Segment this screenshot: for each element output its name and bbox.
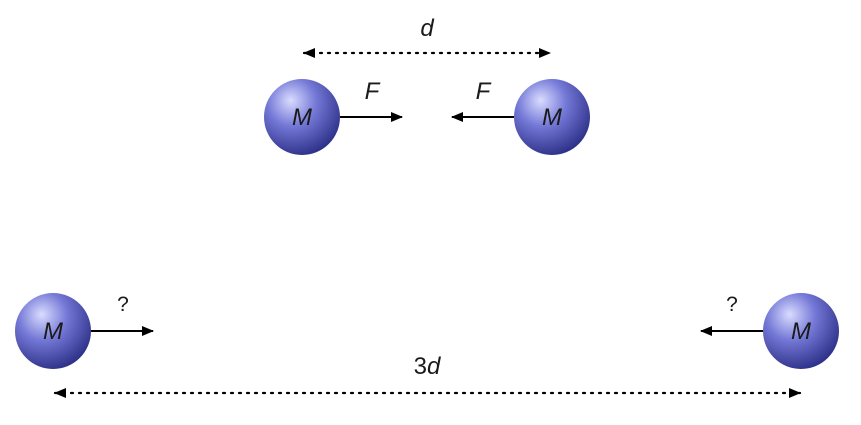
- bottom-left-mass-label: M: [43, 318, 63, 345]
- bottom-distance-label: 3d: [414, 353, 441, 380]
- top-scenario: d M M F F: [264, 15, 590, 155]
- top-right-force-label: F: [476, 78, 492, 105]
- bottom-right-mass: M: [763, 293, 839, 369]
- bottom-right-sphere: [763, 293, 839, 369]
- bottom-left-sphere: [15, 293, 91, 369]
- top-right-mass: M: [514, 79, 590, 155]
- bottom-left-mass: M: [15, 293, 91, 369]
- top-distance-label: d: [420, 15, 434, 42]
- top-left-sphere: [264, 79, 340, 155]
- bottom-distance-var: d: [427, 353, 441, 380]
- bottom-distance-number: 3: [414, 353, 427, 380]
- top-left-mass: M: [264, 79, 340, 155]
- bottom-left-force-label: ?: [117, 293, 129, 316]
- bottom-right-mass-label: M: [791, 318, 811, 345]
- top-right-mass-label: M: [542, 104, 562, 131]
- bottom-right-force-label: ?: [726, 293, 738, 316]
- bottom-scenario: M M ? ? 3d: [15, 293, 839, 398]
- top-right-sphere: [514, 79, 590, 155]
- top-left-mass-label: M: [292, 104, 312, 131]
- top-left-force-label: F: [365, 78, 381, 105]
